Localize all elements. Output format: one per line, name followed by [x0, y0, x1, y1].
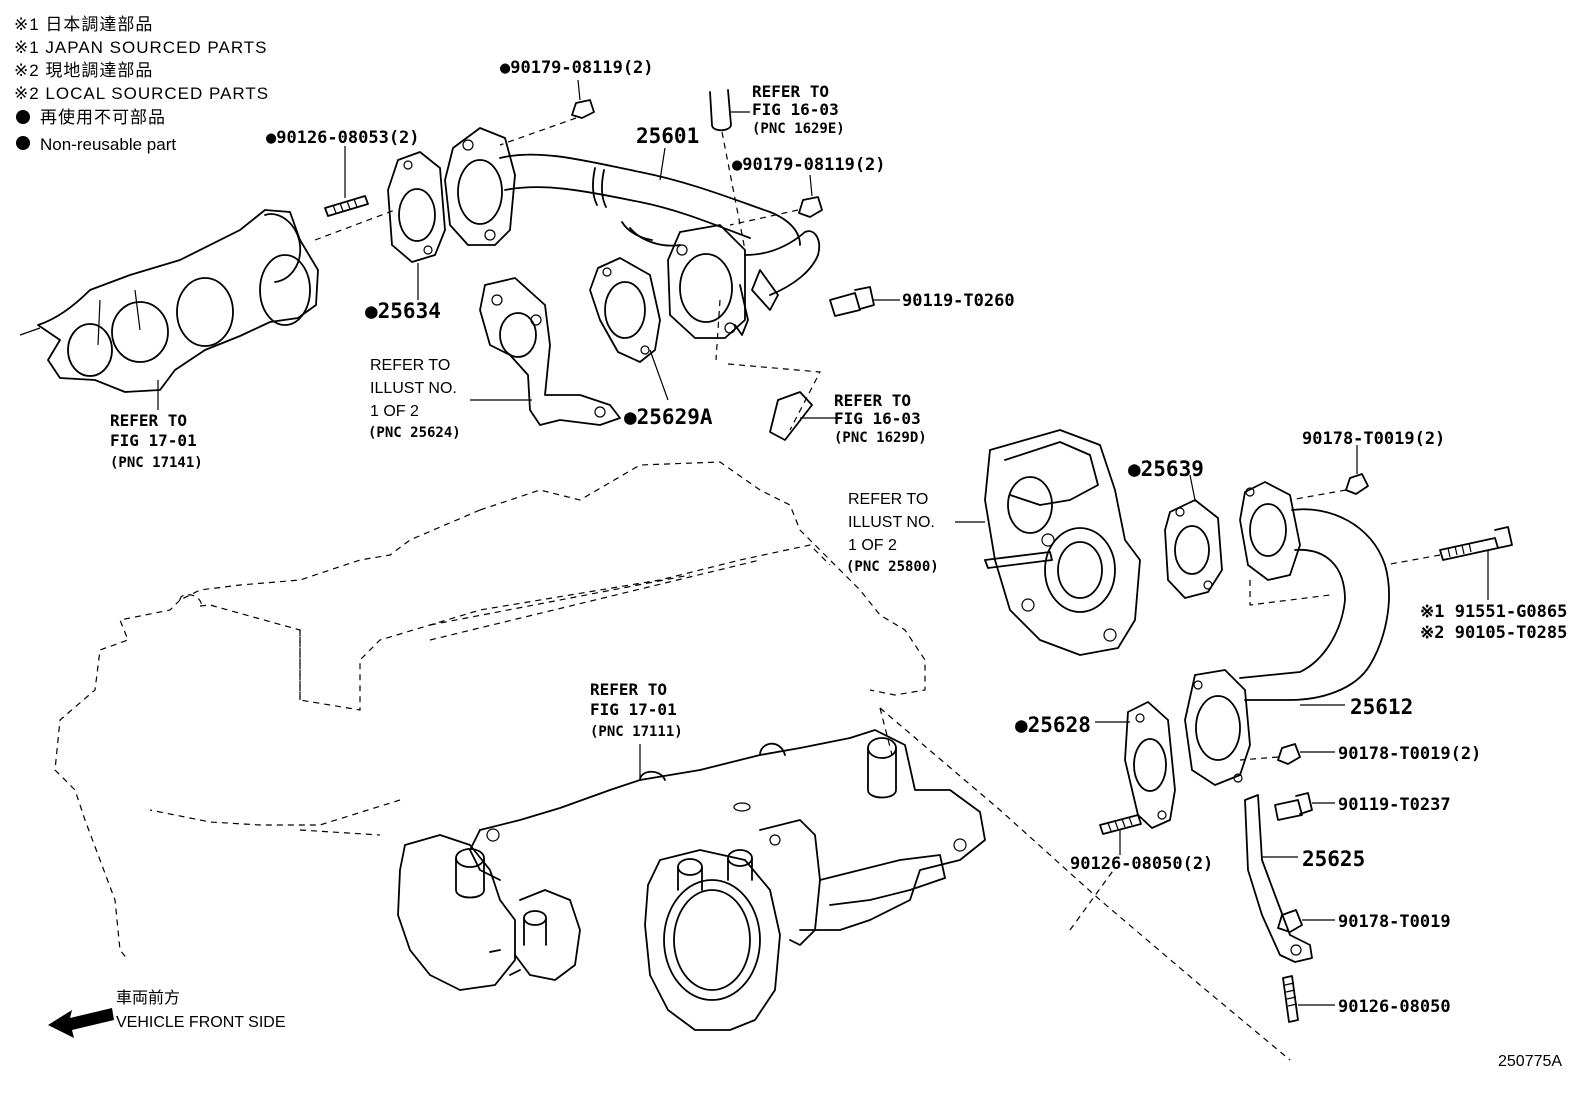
bolt-91551-G0865	[1384, 526, 1513, 600]
refer-line: REFER TO	[370, 357, 450, 374]
refer-line: FIG 16-03	[834, 409, 921, 428]
engine-block-outline	[54, 461, 1291, 1061]
figure-id: 250775A	[1498, 1053, 1562, 1070]
callout-90105-T0285: ※2 90105-T0285	[1420, 623, 1567, 643]
refer-illust-25800: REFER TO ILLUST NO. 1 OF 2 (PNC 25800)	[846, 491, 939, 575]
refer-fig1603-mid: REFER TO FIG 16-03 (PNC 1629D)	[834, 391, 927, 446]
refer-line: REFER TO	[590, 680, 667, 699]
callout-90179-08119-top: ●90179-08119(2)	[500, 58, 654, 78]
refer-line: (PNC 25800)	[846, 559, 939, 575]
front-label-en: VEHICLE FRONT SIDE	[116, 1014, 286, 1031]
refer-illust-25624: REFER TO ILLUST NO. 1 OF 2 (PNC 25624)	[368, 357, 461, 441]
bracket-25625	[1244, 794, 1313, 963]
legend: ※1 日本調達部品 ※1 JAPAN SOURCED PARTS ※2 現地調達…	[14, 15, 269, 154]
callout-25601: 25601	[636, 124, 699, 148]
callout-91551-G0865: ※1 91551-G0865	[1420, 602, 1567, 622]
refer-line: REFER TO	[848, 491, 928, 508]
refer-line: FIG 17-01	[110, 431, 197, 450]
legend-local-en: ※2 LOCAL SOURCED PARTS	[14, 84, 269, 103]
refer-fig1701-center: REFER TO FIG 17-01 (PNC 17111)	[590, 680, 683, 740]
refer-line: FIG 17-01	[590, 700, 677, 719]
callout-90178-T0019-top: 90178-T0019(2)	[1302, 429, 1445, 449]
intake-manifold	[397, 729, 986, 1031]
bracket-25624	[470, 277, 621, 426]
callout-25639: ●25639	[1128, 457, 1204, 481]
refer-fig1603-top: REFER TO FIG 16-03 (PNC 1629E)	[752, 82, 845, 137]
refer-line: 1 OF 2	[848, 537, 897, 554]
callout-25634: ●25634	[365, 299, 441, 323]
legend-japan-jp: ※1 日本調達部品	[14, 15, 153, 34]
nut-90179-08119-top	[499, 79, 595, 146]
legend-local-jp: ※2 現地調達部品	[14, 61, 153, 80]
refer-line: 1 OF 2	[370, 403, 419, 420]
callout-25612: 25612	[1350, 695, 1413, 719]
bolt-90119-T0260	[829, 286, 900, 317]
egr-pipe-25612	[1184, 481, 1390, 786]
gasket-25628	[1095, 701, 1176, 829]
callout-90119-T0260: 90119-T0260	[902, 291, 1015, 311]
refer-line: (PNC 17111)	[590, 724, 683, 740]
refer-line: REFER TO	[834, 391, 911, 410]
gasket-25629A	[589, 257, 669, 401]
stud-90126-08053	[324, 146, 369, 217]
refer-line: (PNC 17141)	[110, 455, 203, 471]
nut-90178-T0019-mid	[1239, 743, 1335, 765]
callout-90126-08050-pair: 90126-08050(2)	[1070, 854, 1213, 874]
refer-line: FIG 16-03	[752, 100, 839, 119]
refer-line: REFER TO	[752, 82, 829, 101]
arrow-left-icon	[48, 1008, 114, 1038]
front-label-jp: 車両前方	[116, 989, 180, 1007]
callout-25628: ●25628	[1015, 713, 1091, 737]
refer-line: (PNC 25624)	[368, 425, 461, 441]
stud-90126-08050	[1282, 975, 1335, 1023]
vehicle-front-indicator: 車両前方 VEHICLE FRONT SIDE	[48, 989, 286, 1038]
callout-90119-T0237: 90119-T0237	[1338, 795, 1451, 815]
nut-90178-T0019	[1277, 909, 1335, 933]
refer-line: ILLUST NO.	[370, 380, 457, 397]
callout-25629A: ●25629A	[624, 405, 713, 429]
legend-nonreusable-jp: 再使用不可部品	[40, 107, 166, 127]
gasket-25634	[387, 151, 446, 300]
callout-25625: 25625	[1302, 847, 1365, 871]
refer-fig1701-left: REFER TO FIG 17-01 (PNC 17141)	[110, 411, 203, 471]
callout-90126-08050: 90126-08050	[1338, 997, 1451, 1017]
hose-mid	[769, 391, 840, 441]
callout-90178-T0019-mid: 90178-T0019(2)	[1338, 744, 1481, 764]
egr-valve-25800	[955, 429, 1141, 656]
nut-90179-08119-mid	[729, 174, 823, 226]
bullet-icon	[16, 136, 30, 150]
callout-90179-08119-mid: ●90179-08119(2)	[732, 155, 886, 175]
exhaust-manifold-left	[19, 209, 396, 393]
nut-90178-T0019-top	[1289, 445, 1369, 501]
bullet-icon	[16, 110, 30, 124]
legend-nonreusable-en: Non-reusable part	[40, 135, 176, 154]
callout-90126-08053: ●90126-08053(2)	[266, 128, 420, 148]
stud-90126-08050-pair	[1099, 814, 1142, 855]
refer-line: REFER TO	[110, 411, 187, 430]
gasket-25639	[1164, 474, 1223, 599]
refer-line: (PNC 1629E)	[752, 121, 845, 137]
egr-pipe-25601	[444, 127, 821, 431]
legend-japan-en: ※1 JAPAN SOURCED PARTS	[14, 38, 268, 57]
refer-line: ILLUST NO.	[848, 514, 935, 531]
refer-line: (PNC 1629D)	[834, 430, 927, 446]
bolt-90119-T0237	[1274, 792, 1335, 821]
hose-top	[709, 89, 750, 251]
callout-90178-T0019: 90178-T0019	[1338, 912, 1451, 932]
